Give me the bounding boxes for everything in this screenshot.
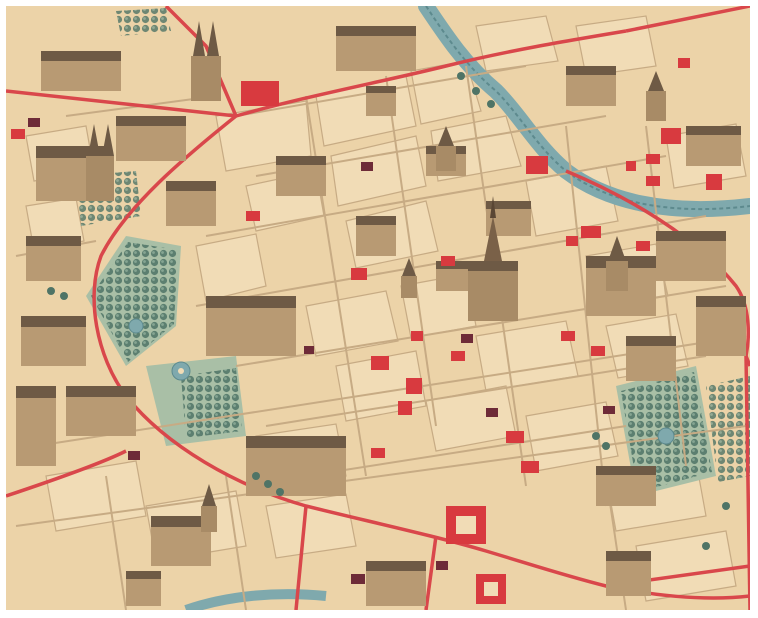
highlighted-building: [371, 448, 385, 458]
building-icon: [41, 51, 121, 91]
tree-icon: [457, 72, 465, 80]
church-spire-icon: [401, 258, 417, 298]
highlighted-building: [566, 236, 578, 246]
church-spire-icon: [646, 71, 666, 121]
park-north-strip: [116, 8, 171, 36]
highlighted-building: [406, 378, 422, 394]
highlighted-building: [581, 226, 601, 238]
highlighted-building: [441, 256, 455, 266]
building-icon: [21, 316, 86, 366]
highlighted-building: [526, 156, 548, 174]
dark-building: [128, 451, 140, 460]
building-icon: [66, 386, 136, 436]
building-icon: [246, 436, 346, 496]
fountain-icon: [128, 318, 144, 334]
building-icon: [166, 181, 216, 226]
tree-icon: [472, 87, 480, 95]
tree-icon: [722, 502, 730, 510]
highlighted-building: [411, 331, 423, 341]
dark-building: [304, 346, 314, 354]
cathedral-spire-icon: [468, 196, 518, 321]
building-icon: [656, 231, 726, 281]
dark-building: [436, 561, 448, 570]
church-spire-icon: [606, 236, 628, 291]
twin-spire-church-icon: [191, 21, 221, 101]
highlighted-building: [636, 241, 650, 251]
park-west-trees: [91, 242, 178, 362]
highlighted-building: [521, 461, 539, 473]
tree-icon: [592, 432, 600, 440]
building-icon: [606, 551, 651, 596]
highlighted-building: [706, 174, 722, 190]
park-areas: [76, 8, 750, 496]
highlighted-building: [561, 331, 575, 341]
river-bank: [425, 6, 750, 211]
highlighted-courtyard: [476, 574, 506, 604]
tree-icon: [487, 100, 495, 108]
dark-building: [461, 334, 473, 343]
street-trees: [47, 72, 730, 550]
highlighted-building: [398, 401, 412, 415]
historic-city-map: [6, 6, 750, 610]
highlighted-building: [626, 161, 636, 171]
building-icon: [336, 26, 416, 71]
dark-building: [351, 574, 365, 584]
building-icon: [356, 216, 396, 256]
highlighted-building: [506, 431, 524, 443]
highlighted-building: [246, 211, 260, 221]
dark-buildings: [28, 118, 615, 584]
building-icon: [206, 296, 296, 356]
building-icon: [626, 336, 676, 381]
tree-icon: [602, 442, 610, 450]
highlighted-building: [241, 81, 279, 106]
tree-icon: [702, 542, 710, 550]
church-spire-icon: [201, 484, 217, 532]
highlighted-building: [678, 58, 690, 68]
church-spire-icon: [436, 126, 456, 171]
highlighted-building: [11, 129, 25, 139]
highlighted-building: [646, 154, 660, 164]
building-icon: [596, 466, 656, 506]
tree-icon: [276, 488, 284, 496]
highlighted-building: [371, 356, 389, 370]
highlighted-building: [591, 346, 605, 356]
building-icon: [566, 66, 616, 106]
tree-icon: [47, 287, 55, 295]
building-icon: [696, 296, 746, 356]
park-center-trees: [181, 368, 242, 438]
building-icon: [26, 236, 81, 281]
river-south: [184, 589, 327, 610]
dark-building: [486, 408, 498, 417]
building-icon: [16, 386, 56, 466]
tree-icon: [60, 292, 68, 300]
highlighted-courtyard: [446, 506, 486, 544]
building-icon: [686, 126, 741, 166]
dark-building: [361, 162, 373, 171]
dark-building: [603, 406, 615, 414]
building-icon: [366, 86, 396, 116]
highlighted-building: [661, 128, 681, 144]
highlighted-buildings: [11, 58, 722, 473]
tree-icon: [264, 480, 272, 488]
dark-building: [28, 118, 40, 127]
twin-spire-church-icon: [86, 124, 114, 201]
building-icon: [366, 561, 426, 606]
highlighted-building: [351, 268, 367, 280]
building-icon: [126, 571, 161, 606]
highlighted-building: [646, 176, 660, 186]
fountain-icon: [657, 427, 675, 445]
tree-icon: [252, 472, 260, 480]
building-icon: [116, 116, 186, 161]
fountain-icon: [171, 361, 191, 381]
highlighted-building: [451, 351, 465, 361]
building-icon: [276, 156, 326, 196]
